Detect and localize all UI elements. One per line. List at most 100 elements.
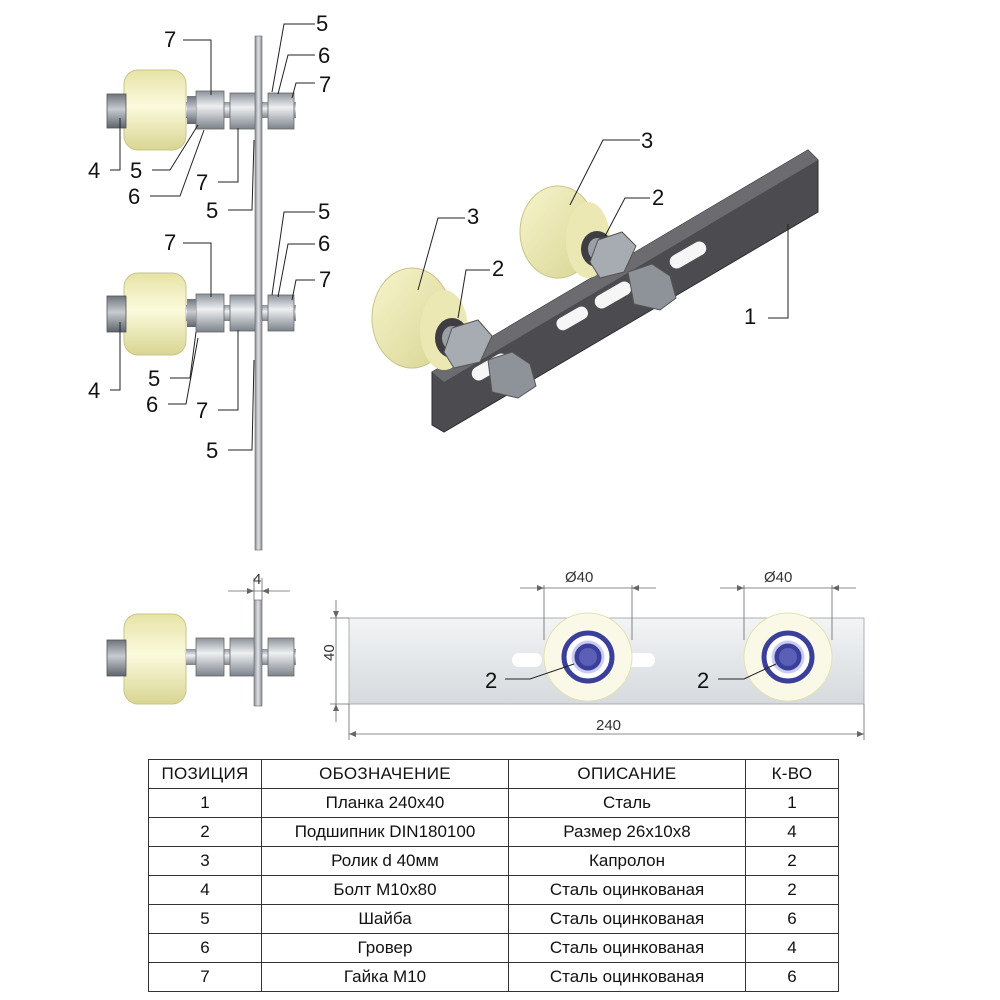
bolt-head	[106, 93, 127, 129]
roller	[123, 272, 187, 356]
bolt-head	[106, 295, 127, 333]
cell-position: 1	[148, 788, 262, 818]
callout-label: 5	[316, 11, 328, 36]
cell-designation: Подшипник DIN180100	[261, 817, 509, 847]
cell-position: 7	[148, 962, 262, 992]
callout-label: 2	[697, 668, 709, 693]
slot	[625, 653, 655, 667]
side-view-section	[106, 599, 296, 707]
cell-quantity: 4	[745, 933, 839, 963]
dimension-label: 4	[253, 571, 261, 588]
bolt-end	[779, 648, 797, 666]
cell-designation: Шайба	[261, 904, 509, 934]
cell-position: 4	[148, 875, 262, 905]
callout-label: 7	[319, 267, 331, 292]
callout-label: 6	[128, 184, 140, 209]
cell-designation: Ролик d 40мм	[261, 846, 509, 876]
isometric-view	[371, 139, 819, 433]
callout-leaders-lower	[110, 211, 315, 451]
diameter-label: Ø40	[565, 569, 593, 586]
nut	[267, 92, 295, 130]
bolt-head	[106, 639, 127, 677]
front-view	[330, 585, 865, 740]
callout-label: 5	[206, 438, 218, 463]
callout-labels-lower: 7 5 6 7 4 5 6 7 5	[88, 199, 331, 463]
nut	[627, 263, 677, 311]
slot	[512, 653, 542, 667]
nut	[229, 294, 257, 332]
cell-position: 3	[148, 846, 262, 876]
callout-label: 4	[88, 158, 100, 183]
side-view-upper-assembly	[106, 69, 296, 151]
callout-labels-upper: 7 5 6 7 4 5 6 7 5	[88, 11, 331, 223]
header-quantity: К-ВО	[745, 759, 839, 789]
plate-edge	[254, 35, 263, 551]
thickness-dimension: 4	[228, 571, 290, 600]
callout-label: 7	[319, 72, 331, 97]
assembly-drawing: 7 5 6 7 4 5 6 7 5 7 5 6 7 4 5 6 7 5	[88, 11, 865, 740]
cell-designation: Планка 240x40	[261, 788, 509, 818]
nut	[195, 637, 225, 677]
callout-label: 5	[148, 366, 160, 391]
table-header-row: ПОЗИЦИЯ ОБОЗНАЧЕНИЕ ОПИСАНИЕ К-ВО	[148, 759, 839, 789]
washer	[187, 96, 196, 124]
cell-quantity: 1	[745, 788, 839, 818]
plate-edge	[253, 599, 263, 707]
callout-labels-iso: 3 2 3 2 1	[467, 128, 756, 329]
cell-designation: Болт M10x80	[261, 875, 509, 905]
callout-label: 2	[492, 256, 504, 281]
slot	[594, 281, 632, 309]
header-description: ОПИСАНИЕ	[508, 759, 746, 789]
nut	[487, 351, 537, 399]
callout-label: 6	[146, 392, 158, 417]
cell-position: 6	[148, 933, 262, 963]
callout-label: 4	[88, 378, 100, 403]
callout-label: 1	[744, 304, 756, 329]
callout-label: 7	[196, 170, 208, 195]
cell-description: Капролон	[508, 846, 746, 876]
header-position: ПОЗИЦИЯ	[148, 759, 262, 789]
callout-label: 2	[485, 668, 497, 693]
slot	[556, 306, 589, 331]
roller	[123, 69, 187, 151]
cell-position: 5	[148, 904, 262, 934]
callout-label: 7	[196, 398, 208, 423]
callout-label: 7	[164, 230, 176, 255]
cell-quantity: 6	[745, 904, 839, 934]
nut	[195, 293, 225, 333]
cell-designation: Гайка M10	[261, 962, 509, 992]
cell-description: Сталь	[508, 788, 746, 818]
height-label: 40	[321, 644, 338, 661]
callout-label: 5	[318, 199, 330, 224]
nut	[443, 319, 493, 369]
diameter-label: Ø40	[764, 569, 792, 586]
washer	[187, 299, 196, 327]
callout-label: 6	[318, 231, 330, 256]
slot	[669, 241, 707, 269]
nut	[589, 231, 637, 279]
callout-label: 6	[318, 43, 330, 68]
cell-description: Сталь оцинкованая	[508, 933, 746, 963]
cell-quantity: 2	[745, 875, 839, 905]
side-view-lower-assembly	[106, 272, 296, 356]
roller	[123, 613, 187, 705]
callout-label: 2	[652, 185, 664, 210]
cell-description: Сталь оцинкованая	[508, 875, 746, 905]
callout-leaders-upper	[110, 23, 315, 211]
front-view-labels: Ø40 Ø40 40 240 2 2	[321, 569, 792, 734]
cell-quantity: 4	[745, 817, 839, 847]
nut	[229, 92, 257, 130]
callout-label: 5	[130, 158, 142, 183]
length-label: 240	[596, 717, 621, 734]
callout-label: 5	[206, 198, 218, 223]
nut	[195, 90, 225, 130]
cell-designation: Гровер	[261, 933, 509, 963]
